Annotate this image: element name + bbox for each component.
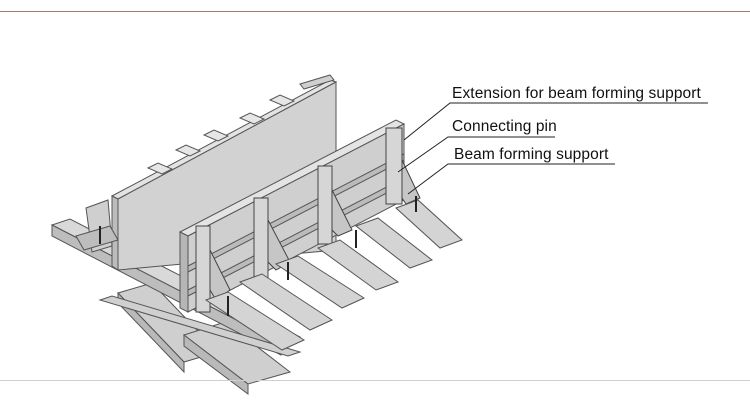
bottom-divider bbox=[0, 380, 750, 381]
connecting-pin-callout-label: Connecting pin bbox=[452, 118, 557, 135]
top-divider bbox=[0, 11, 750, 12]
beam-forming-support-callout-label: Beam forming support bbox=[454, 146, 609, 163]
support-2 bbox=[253, 197, 291, 279]
support-4 bbox=[385, 127, 421, 205]
leader-lines bbox=[397, 102, 708, 195]
beam-support-leader bbox=[407, 163, 615, 195]
lower-bearer-beams bbox=[117, 282, 292, 395]
support-1 bbox=[195, 225, 231, 313]
connecting-pin-leader bbox=[397, 136, 555, 173]
front-sleeper-beams bbox=[204, 199, 463, 351]
extension-callout-label: Extension for beam forming support bbox=[452, 85, 701, 102]
extension-leader bbox=[403, 102, 708, 141]
vertical-supports bbox=[195, 127, 421, 313]
support-3 bbox=[317, 165, 353, 245]
adjustment-jacks bbox=[227, 196, 417, 316]
left-end-support bbox=[75, 199, 119, 253]
